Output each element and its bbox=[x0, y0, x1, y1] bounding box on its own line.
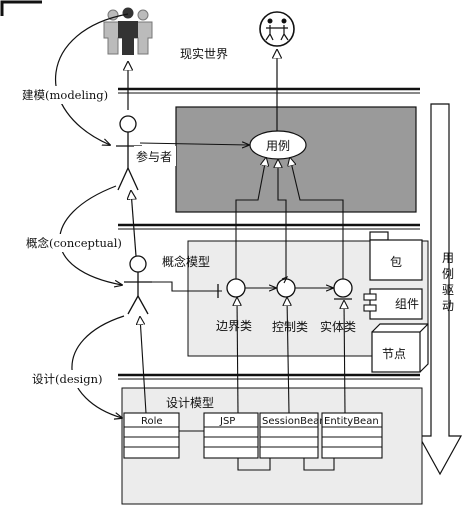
design-label: 设计(design) bbox=[32, 372, 103, 386]
actor-boundary-link bbox=[152, 281, 222, 292]
band-separators bbox=[118, 87, 420, 380]
entitybean-class-name: EntityBean bbox=[324, 416, 379, 427]
entity-usecase-trace bbox=[290, 158, 344, 279]
boundary-usecase-trace bbox=[235, 158, 266, 279]
session-entity-assoc bbox=[303, 458, 335, 471]
modeling-label-bg bbox=[20, 86, 112, 104]
usecase-driven-label: 用 例 驱 动 bbox=[442, 251, 458, 313]
usecase-driven-char: 例 bbox=[442, 267, 454, 281]
concept-model-label: 概念模型 bbox=[162, 254, 210, 269]
usecase-ellipse bbox=[249, 130, 307, 160]
role-class-box bbox=[123, 412, 180, 459]
modeling-curve bbox=[55, 13, 129, 145]
boundary-class-icon bbox=[226, 278, 246, 298]
real-world-label: 现实世界 bbox=[180, 46, 228, 61]
jsp-session-assoc bbox=[237, 458, 271, 471]
control-label: 控制类 bbox=[272, 320, 308, 334]
actor-label-bg bbox=[134, 146, 176, 166]
actor-usecase-link bbox=[139, 143, 249, 145]
jsp-boundary-trace bbox=[237, 298, 238, 414]
role-class-name: Role bbox=[141, 416, 163, 427]
entity-label: 实体类 bbox=[320, 319, 356, 334]
boundary-label: 边界类 bbox=[216, 319, 252, 333]
node-icon bbox=[371, 323, 429, 373]
sessionbean-class-box bbox=[259, 412, 319, 459]
package-icon bbox=[369, 231, 423, 281]
people-group-icon bbox=[103, 7, 153, 55]
actor-refine-arrow bbox=[131, 191, 137, 257]
usecase-driven-char: 驱 bbox=[442, 283, 454, 297]
design-curve bbox=[71, 315, 125, 418]
usecase-label: 用例 bbox=[266, 139, 290, 153]
conceptual-label-bg bbox=[24, 234, 124, 252]
entitybean-class-box bbox=[321, 412, 383, 459]
package-label: 包 bbox=[390, 255, 402, 269]
usecase-panel bbox=[175, 106, 417, 213]
usecase-driven-arrow bbox=[417, 103, 463, 476]
jsp-class-box bbox=[203, 412, 259, 459]
conceptual-label: 概念(conceptual) bbox=[26, 236, 122, 250]
node-label: 节点 bbox=[382, 347, 406, 361]
sessionbean-class-name: SessionBean bbox=[262, 416, 326, 427]
frame-corner bbox=[0, 0, 42, 16]
entity-entitybean-trace bbox=[344, 301, 345, 414]
control-usecase-trace bbox=[278, 160, 287, 279]
actor-label: 参与者 bbox=[136, 149, 172, 164]
usecase-driven-char: 用 bbox=[442, 251, 454, 265]
component-icon bbox=[363, 288, 423, 320]
actor-icon bbox=[116, 115, 142, 191]
session-control-trace bbox=[287, 298, 289, 414]
modeling-label: 建模(modeling) bbox=[22, 88, 108, 102]
role-actor-trace bbox=[140, 317, 147, 414]
actor-icon bbox=[124, 255, 152, 315]
design-label-bg bbox=[30, 370, 108, 388]
usecase-driven-char: 动 bbox=[442, 299, 454, 313]
real-world-usecase-icon bbox=[259, 11, 295, 47]
component-label: 组件 bbox=[395, 297, 419, 311]
jsp-class-name: JSP bbox=[219, 416, 235, 427]
design-model-label: 设计模型 bbox=[166, 396, 214, 410]
